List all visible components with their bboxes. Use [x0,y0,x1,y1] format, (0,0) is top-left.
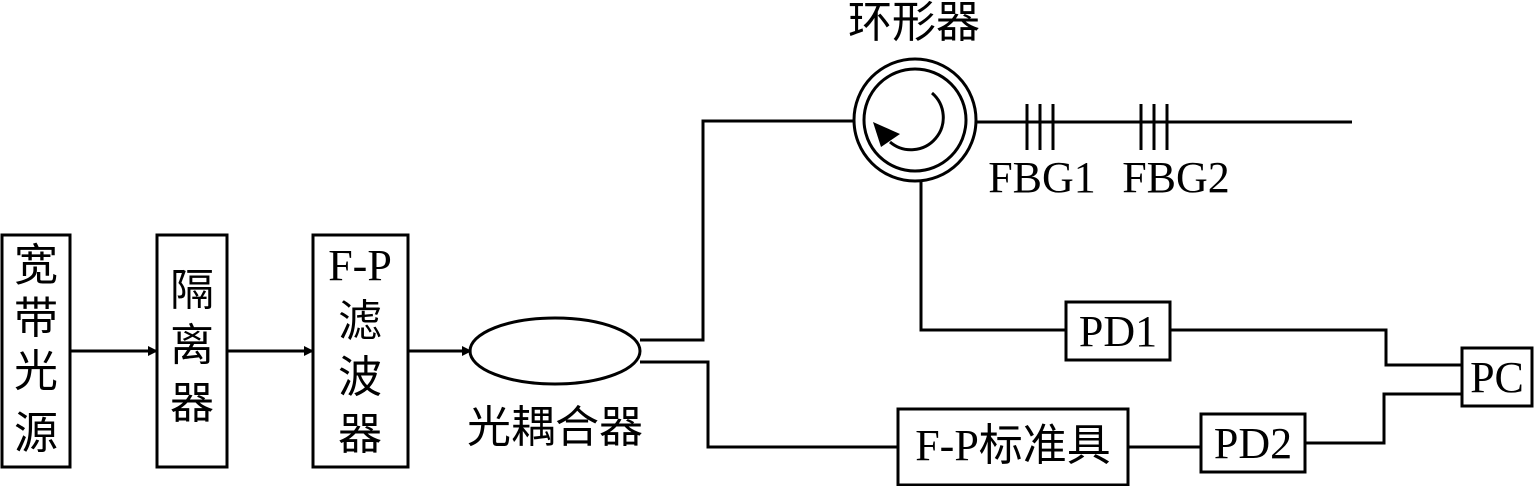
circulator-inner-ring [862,67,968,173]
broadband-source-char-4: 源 [14,409,58,458]
fiber-circulator-to-pd1 [919,181,1066,332]
pd1-block: PD1 [1064,300,1172,362]
broadband-source-char-1: 宽 [14,241,58,290]
fp-filter-char-1: 滤 [338,297,382,346]
isolator-char-3: 器 [170,379,214,428]
circulator: 环形器 [848,0,980,183]
wire-pd2-to-pc [1305,392,1462,445]
fp-filter-char-2: 波 [338,353,382,402]
fbg2-label: FBG2 [1122,153,1230,202]
pc-label: PC [1470,353,1524,402]
broadband-source-block: 宽 带 光 源 [0,233,72,469]
coupler-label: 光耦合器 [467,403,643,452]
fp-filter-block: F-P 滤 波 器 [311,233,410,469]
fp-etalon-label: F-P标准具 [915,421,1111,470]
fbg2-grating: FBG2 [1122,104,1230,202]
fiber-coupler-to-circulator [640,119,855,342]
circulator-label: 环形器 [848,0,980,47]
pd2-label: PD2 [1214,419,1292,468]
fp-etalon-block: F-P标准具 [896,407,1130,487]
fp-filter-prefix: F-P [328,241,392,290]
circulator-arrowhead-icon [873,122,900,147]
fiber-coupler-to-etalon [640,360,898,449]
circulator-rotation-arrow [889,91,945,152]
fbg1-label: FBG1 [988,153,1096,202]
pc-block: PC [1460,346,1534,408]
broadband-source-char-3: 光 [14,347,58,396]
fp-filter-char-3: 器 [338,410,382,459]
isolator-block: 隔 离 器 [155,233,229,469]
fbg1-grating: FBG1 [988,104,1096,202]
pd1-label: PD1 [1079,307,1157,356]
broadband-source-char-2: 带 [14,294,58,343]
isolator-char-2: 离 [170,321,214,370]
wire-pd1-to-pc [1170,328,1462,367]
isolator-char-1: 隔 [170,266,214,315]
circulator-outer-ring [852,57,978,183]
coupler-ellipse [468,316,642,386]
pd2-block: PD2 [1199,412,1307,474]
optical-coupler: 光耦合器 [467,316,643,452]
